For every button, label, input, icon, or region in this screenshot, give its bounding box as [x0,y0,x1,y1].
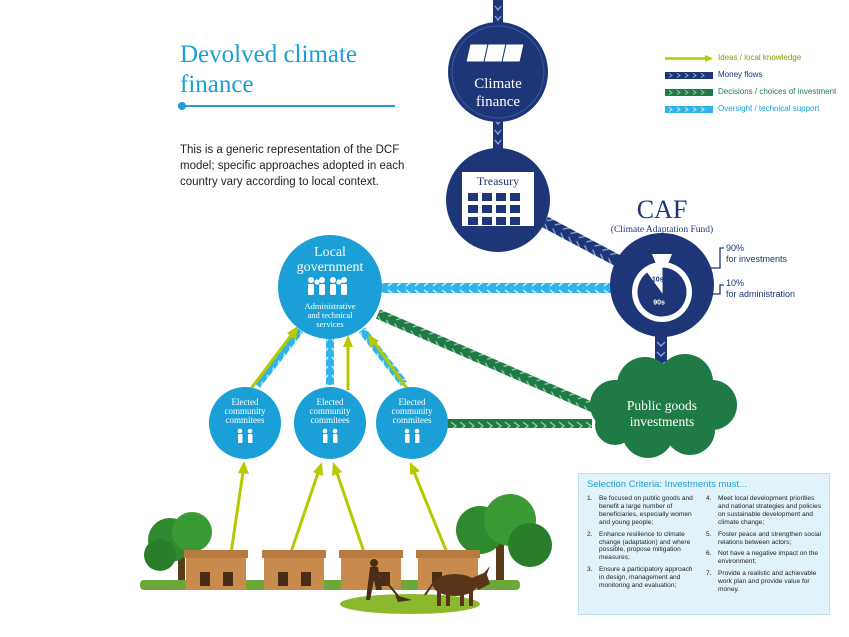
hut-icon [262,550,326,590]
criteria-item-text: Ensure a participatory approach in desig… [599,566,693,590]
criteria-list-left: 1. Be focused on public goods and benefit… [587,495,699,594]
caf-pie-label: 90s [653,300,665,307]
criteria-item: 5. Foster peace and strengthen social rel… [706,531,826,547]
caf-share-investments-label: for investments [726,254,788,264]
caf-subtitle: (Climate Adaptation Fund) [611,224,713,235]
local-government-label: Local [314,245,346,260]
title-rule-dot [178,102,186,110]
legend-label: Decisions / choices of investment [718,87,837,96]
legend-label: Ideas / local knowledge [718,53,802,62]
legend-arrow-lime [665,55,713,62]
ox-icon [424,566,490,606]
oversight-flow-to-committee-1 [253,327,304,388]
criteria-item-text: Provide a realistic and achievable work … [718,570,817,594]
criteria-item: 3. Ensure a participatory approach in des… [587,566,699,590]
people-group-icon [308,277,347,295]
public-goods-label: Public goods [627,398,697,413]
legend-label: Oversight / technical support [718,104,820,113]
caf-share-investments: 90% [726,243,744,253]
intro-text: This is a generic representation of the … [180,143,405,188]
decision-flow-committee-to-public-goods [444,419,592,428]
local-government-label-2: government [297,260,364,275]
local-government-node: Local government Administrative and tech… [278,235,382,339]
criteria-item-number: 4. [706,495,712,502]
criteria-item-number: 1. [587,495,593,502]
criteria-item-number: 6. [706,550,712,558]
local-government-detail-2: and technical [307,310,353,320]
money-bag-icon: 90s 10s [632,254,692,322]
criteria-item: 7. Provide a realistic and achievable wor… [706,570,826,594]
criteria-item-text: Not have a negative impact on the enviro… [718,550,819,566]
legend-arrow-green [665,89,713,96]
committee-label: community [310,406,351,416]
caf-share-admin: 10% [726,278,744,288]
climate-finance-node: Climate finance [448,22,548,122]
caf-pie-label: 10s [652,277,664,284]
legend-arrow-blue [665,106,713,113]
public-goods-node: Public goods investments [590,354,737,458]
treasury-building-icon [462,172,534,226]
criteria-item-number: 7. [706,570,712,578]
decision-flow-local-gov-to-public-goods [376,309,610,419]
criteria-item-number: 2. [587,530,593,538]
criteria-item-number: 3. [587,566,593,574]
committee-label: Elected [399,397,426,407]
criteria-list-right: 4. Meet local development priorities and … [706,495,826,598]
committee-label: commitees [311,415,350,425]
public-goods-label-2: investments [630,414,695,429]
caf-callouts [698,247,724,295]
local-government-detail-3: services [316,319,343,329]
committee-node: Elected community commitees [294,387,366,459]
criteria-item-text: Foster peace and strengthen social relat… [718,530,821,546]
legend-label: Money flows [718,70,763,79]
committee-label: Elected [232,397,259,407]
selection-criteria-box: Selection Criteria: Investments must... … [578,473,830,615]
tree-icon [456,494,552,585]
committee-label: community [225,406,266,416]
caf-allocation-pie: 90s 10s [636,266,688,318]
ideas-flow-committees-to-local-gov [248,326,410,391]
ideas-flow-village-to-committees [228,461,450,561]
money-flow-treasury-to-caf [542,216,630,271]
legend-arrow-navy [665,72,713,79]
committee-label: Elected [317,397,344,407]
climate-finance-label: Climate [474,76,522,92]
local-government-detail-1: Administrative [305,301,356,311]
title-rule [180,105,395,107]
hut-icon [184,550,248,590]
criteria-item-text: Be focused on public goods and benefit a… [599,495,693,526]
treasury-label: Treasury [477,174,519,188]
criteria-item-text: Enhance resilience to climate change (ad… [599,530,691,562]
criteria-item: 6. Not have a negative impact on the envi… [706,550,826,566]
criteria-item: 2. Enhance resilience to climate change (… [587,531,699,563]
village-illustration [140,494,552,614]
committee-label: community [392,406,433,416]
oversight-flow-to-committee-2 [326,338,334,385]
committee-node: Elected community commitees [376,387,448,459]
caf-node: CAF (Climate Adaptation Fund) 90s 10s 90%… [610,195,795,337]
selection-criteria-title: Selection Criteria: Investments must... [587,479,747,490]
oversight-flow-local-gov-caf [380,283,612,293]
criteria-item-text: Meet local development priorities and na… [718,495,822,526]
committee-node: Elected community commitees [209,387,281,459]
people-pair-icon [237,428,253,443]
criteria-item: 1. Be focused on public goods and benefit… [587,495,699,527]
criteria-item: 4. Meet local development priorities and … [706,495,826,527]
climate-finance-label-2: finance [476,94,520,110]
criteria-item-number: 5. [706,530,712,538]
people-pair-icon [404,428,420,443]
farmer-icon [366,559,412,602]
committee-label: commitees [226,415,265,425]
caf-title: CAF [637,195,688,224]
caf-share-admin-label: for administration [726,289,795,299]
people-pair-icon [322,428,338,443]
page-title: Devolved climate finance [180,41,358,98]
committee-label: commitees [393,415,432,425]
tree-icon [144,512,212,585]
treasury-node: Treasury [446,148,550,252]
money-bag-icon [465,43,525,63]
caf-pie-slice [646,266,663,294]
